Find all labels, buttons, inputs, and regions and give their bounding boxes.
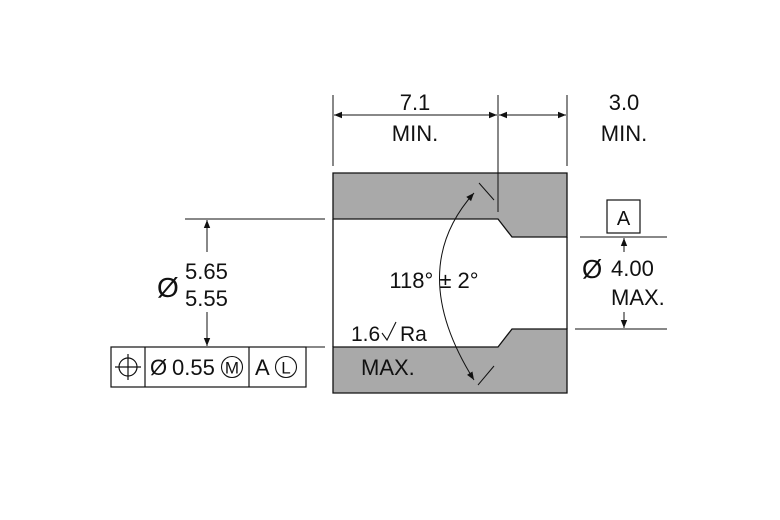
feature-control-frame: Ø 0.55 M A L	[110, 346, 307, 388]
cbore-value: 4.00	[611, 256, 654, 281]
bore-lower-limit: 5.55	[185, 286, 228, 311]
mmc-modifier-circle	[220, 355, 244, 379]
datum-box	[606, 199, 641, 234]
position-icon	[115, 354, 141, 380]
surface-finish-value: 1.6	[351, 323, 380, 346]
bore-diameter-symbol: Ø	[157, 272, 179, 303]
length-dimension: 7.1 MIN.	[332, 90, 568, 212]
cbore-suffix: MAX.	[611, 285, 665, 310]
angle-tick-top	[478, 182, 495, 201]
surface-finish-check-icon	[381, 321, 397, 342]
fcf-diameter-symbol: Ø	[150, 355, 167, 380]
dim-counterbore-value: 3.0	[609, 90, 640, 115]
angle-tick-bottom	[477, 365, 495, 386]
section-upper-wall	[332, 172, 568, 238]
datum-label: A	[617, 208, 631, 230]
dim-length-value: 7.1	[400, 90, 431, 115]
bore-diameter-dimension: Ø 5.65 5.55	[157, 218, 325, 348]
fcf-tolerance: 0.55	[172, 355, 215, 380]
angle-arc	[439, 192, 475, 381]
dim-length-suffix: MIN.	[392, 121, 438, 146]
fcf-datum: A	[255, 355, 270, 380]
surface-finish-note: 1.6 Ra MAX.	[351, 321, 427, 380]
bore-upper-limit: 5.65	[185, 259, 228, 284]
fcf-datum-modifier: L	[281, 359, 290, 378]
fcf-tolerance-modifier: M	[225, 359, 239, 378]
dim-counterbore-suffix: MIN.	[601, 121, 647, 146]
counterbore-diameter-dimension: Ø 4.00 MAX.	[575, 236, 667, 330]
counterbore-depth-dimension: 3.0 MIN.	[499, 90, 647, 146]
lmc-modifier-circle	[274, 355, 298, 379]
part-section	[332, 172, 568, 394]
drill-point-angle-dimension: 118° ± 2°	[389, 182, 495, 386]
surface-finish-suffix: MAX.	[361, 355, 415, 380]
fcf-outer	[110, 346, 307, 388]
cbore-diameter-symbol: Ø	[582, 254, 602, 284]
surface-finish-unit: Ra	[400, 323, 427, 346]
angle-text: 118° ± 2°	[389, 268, 478, 293]
datum-feature-symbol: A	[606, 199, 641, 234]
